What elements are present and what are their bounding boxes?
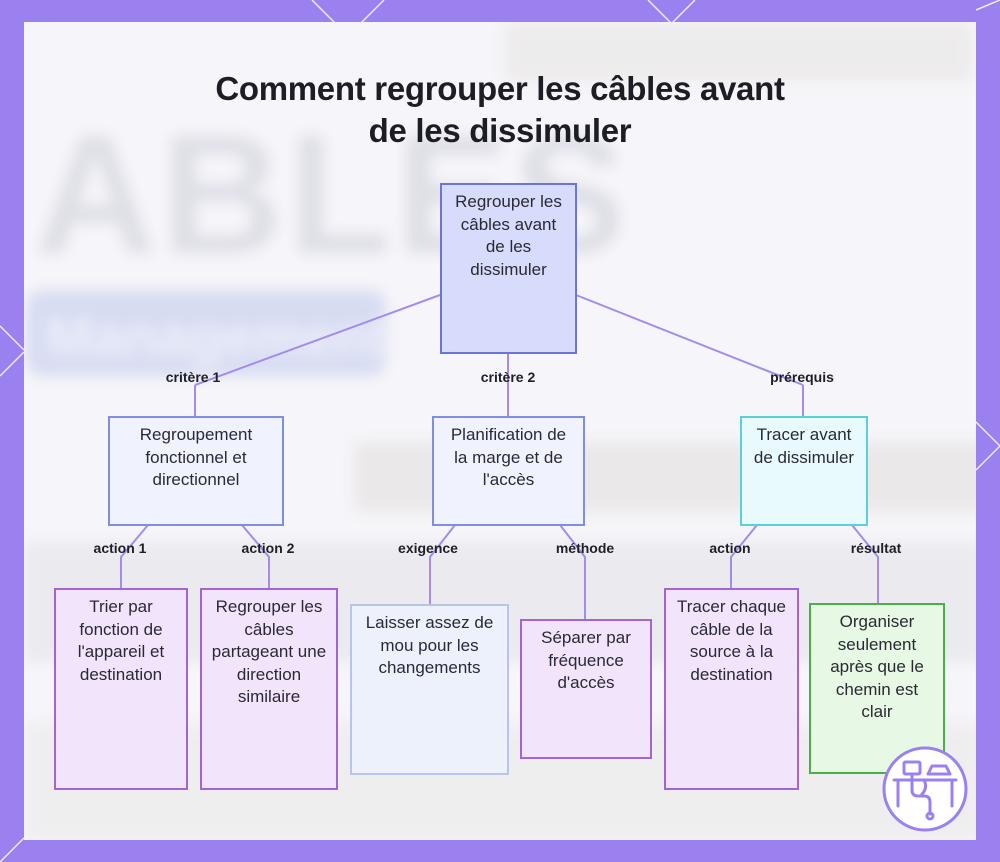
- node-trace: Tracer avant de dissimuler: [740, 416, 868, 526]
- node-separate: Séparer par fréquence d'accès: [520, 619, 652, 759]
- edge-label-criterion-2: critère 2: [480, 369, 536, 385]
- title-line-1: Comment regrouper les câbles avant: [215, 70, 785, 107]
- connector-root-grouping: [194, 294, 441, 386]
- edge-label-action-2: action 2: [241, 540, 295, 556]
- title-line-2: de les dissimuler: [368, 112, 632, 149]
- edge-label-result: résultat: [850, 540, 902, 556]
- node-grouping: Regroupement fonctionnel et directionnel: [108, 416, 284, 526]
- edge-label-action: action: [709, 540, 751, 556]
- diagram-title: Comment regrouper les câbles avant de le…: [0, 68, 1000, 152]
- edge-label-method: méthode: [555, 540, 615, 556]
- node-planning: Planification de la marge et de l'accès: [432, 416, 585, 526]
- connector-trace-organize: [851, 524, 879, 603]
- backdrop-pill: [26, 290, 386, 376]
- node-root: Regrouper les câbles avant de les dissim…: [440, 183, 577, 354]
- backdrop-word-secondary: Management: [46, 305, 389, 368]
- node-trace-each: Tracer chaque câble de la source à la de…: [664, 588, 799, 790]
- edge-label-prerequisite: prérequis: [770, 369, 834, 385]
- node-organize: Organiser seulement après que le chemin …: [809, 603, 945, 774]
- connector-planning-separate: [559, 524, 586, 619]
- desk-workstation-icon: [882, 746, 968, 832]
- edge-label-action-1: action 1: [93, 540, 147, 556]
- connector-grouping-sort: [120, 524, 149, 588]
- connector-planning-slack: [429, 524, 456, 604]
- node-group-cables: Regrouper les câbles partageant une dire…: [200, 588, 338, 790]
- connector-trace-trace-each: [730, 524, 758, 588]
- backdrop-shape: [504, 22, 974, 82]
- connector-grouping-group-cables: [241, 524, 270, 588]
- node-slack: Laisser assez de mou pour les changement…: [350, 604, 509, 775]
- edge-label-criterion-1: critère 1: [165, 369, 221, 385]
- edge-label-requirement: exigence: [398, 540, 458, 556]
- node-sort: Trier par fonction de l'appareil et dest…: [54, 588, 188, 790]
- connector-root-trace: [575, 294, 804, 386]
